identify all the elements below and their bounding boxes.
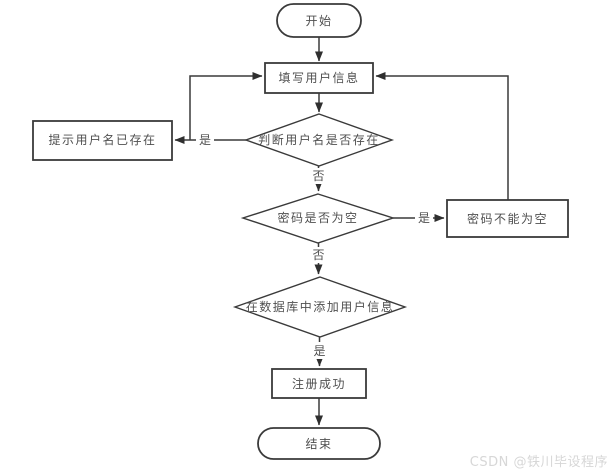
- svg-text:否: 否: [312, 248, 324, 262]
- svg-text:在数据库中添加用户信息: 在数据库中添加用户信息: [246, 299, 395, 314]
- svg-text:填写用户信息: 填写用户信息: [278, 70, 359, 85]
- edge-warning-loop-to-fill-info: [375, 72, 509, 200]
- edge-label-yes-username: 是: [196, 131, 214, 148]
- node-fill-user-info: 填写用户信息: [264, 62, 374, 94]
- svg-text:提示用户名已存在: 提示用户名已存在: [48, 132, 156, 147]
- node-check-username-exists: 判断用户名是否存在: [243, 113, 395, 167]
- node-password-cannot-be-empty: 密码不能为空: [446, 199, 569, 238]
- node-start: 开始: [276, 3, 362, 38]
- node-check-password-empty: 密码是否为空: [240, 193, 396, 244]
- svg-text:判断用户名是否存在: 判断用户名是否存在: [258, 132, 380, 147]
- node-register-success: 注册成功: [271, 368, 367, 399]
- svg-text:注册成功: 注册成功: [292, 376, 346, 391]
- svg-text:是: 是: [418, 211, 430, 225]
- edge-prompt-loop-to-fill-info: [189, 72, 263, 140]
- edge-label-yes-db: 是: [311, 342, 328, 359]
- edge-label-no-username: 否: [310, 168, 327, 184]
- svg-text:否: 否: [312, 169, 324, 183]
- svg-text:是: 是: [313, 344, 325, 358]
- edge-label-yes-password: 是: [415, 209, 433, 226]
- watermark: CSDN @铁川毕设程序: [470, 455, 608, 470]
- svg-text:密码不能为空: 密码不能为空: [467, 211, 548, 226]
- edge-label-no-password: 否: [310, 247, 327, 263]
- node-prompt-username-exists: 提示用户名已存在: [32, 120, 173, 161]
- svg-text:开始: 开始: [305, 14, 332, 28]
- svg-text:结束: 结束: [305, 437, 332, 451]
- svg-text:是: 是: [199, 133, 211, 147]
- node-end: 结束: [257, 427, 381, 460]
- node-add-user-info-to-database: 在数据库中添加用户信息: [232, 276, 408, 338]
- svg-text:密码是否为空: 密码是否为空: [277, 210, 358, 225]
